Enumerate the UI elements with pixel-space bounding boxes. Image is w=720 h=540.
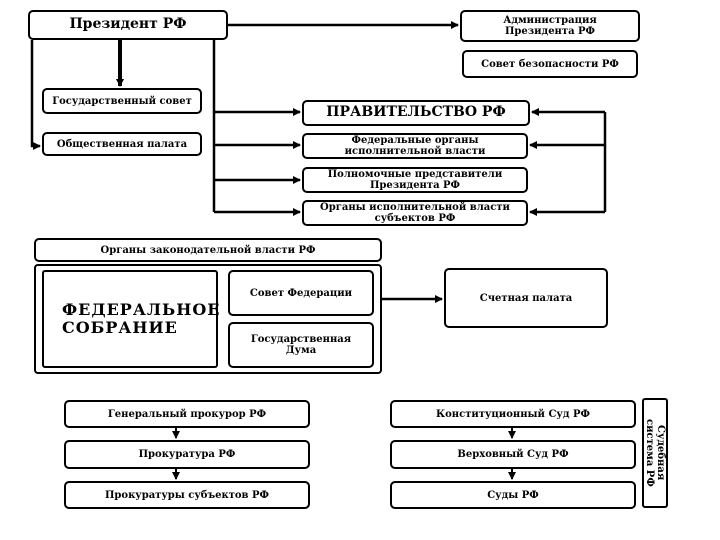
node-administration: Администрация Президента РФ — [460, 10, 640, 42]
node-federal-assembly: ФЕДЕРАЛЬНОЕ СОБРАНИЕ — [42, 270, 219, 368]
node-federation-council: Совет Федерации — [228, 270, 374, 316]
node-president: Президент РФ — [28, 10, 228, 40]
node-legislative: Органы законодательной власти РФ — [34, 238, 382, 262]
node-plenipotentiaries: Полномочные представители Президента РФ — [302, 167, 528, 193]
node-government: ПРАВИТЕЛЬСТВО РФ — [302, 100, 530, 126]
node-constitutional-court: Конституционный Суд РФ — [390, 400, 636, 428]
legislative-group-frame — [34, 264, 382, 374]
node-regional-prosecutors: Прокуратуры субъектов РФ — [64, 481, 310, 509]
node-prosecutor-general: Генеральный прокурор РФ — [64, 400, 310, 428]
node-public-chamber: Общественная палата — [42, 132, 202, 156]
node-state-duma: Государственная Дума — [228, 322, 374, 368]
node-security-council: Совет безопасности РФ — [462, 50, 638, 78]
edge-president-public-chamber — [30, 40, 41, 150]
node-federal-exec: Федеральные органы исполнительной власти — [302, 133, 528, 159]
node-prosecutor-office: Прокуратура РФ — [64, 440, 310, 469]
node-courts: Суды РФ — [390, 481, 636, 509]
node-supreme-court: Верховный Суд РФ — [390, 440, 636, 469]
node-regional-exec: Органы исполнительной власти субъектов Р… — [302, 200, 528, 226]
node-state-council: Государственный совет — [42, 88, 202, 114]
node-audit-chamber: Счетная палата — [444, 268, 608, 328]
node-judicial-system: Судебная система РФ — [642, 398, 668, 508]
